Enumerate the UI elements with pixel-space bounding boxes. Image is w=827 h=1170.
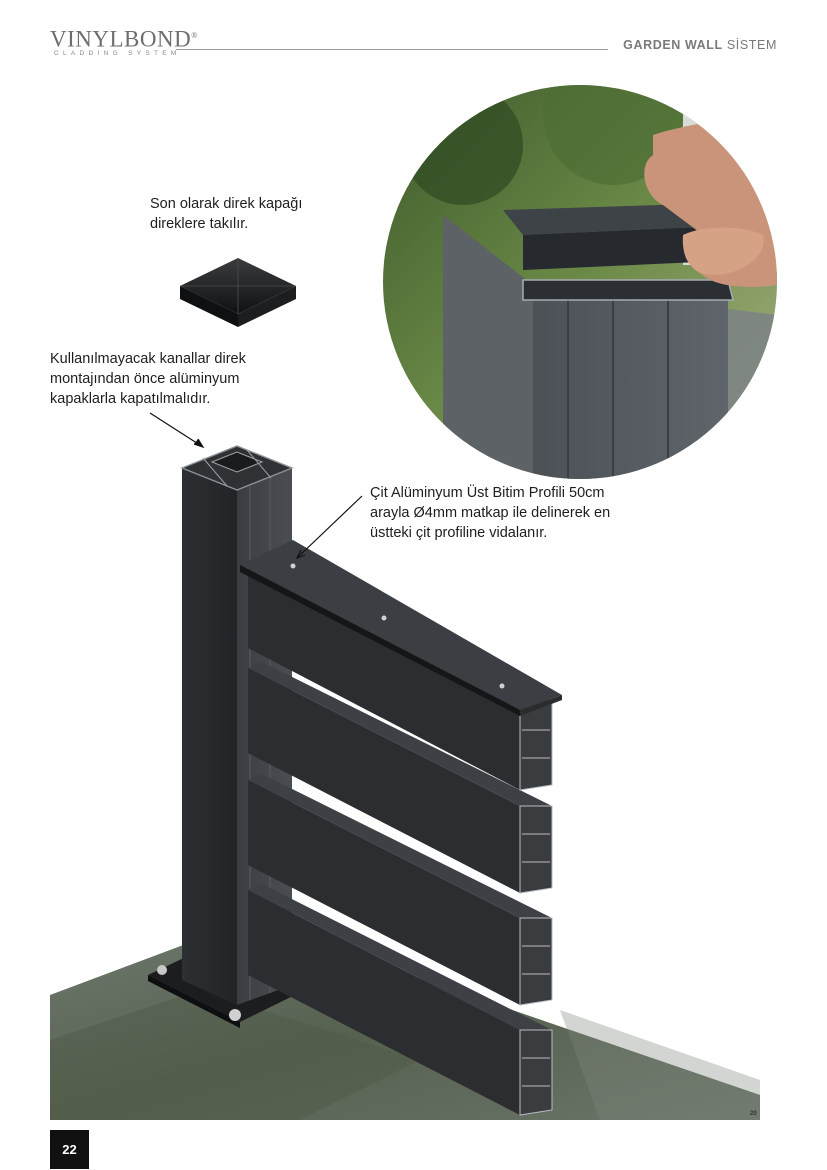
caption-line: montajından önce alüminyum <box>50 371 240 387</box>
caption-line: üstteki çit profiline vidalanır. <box>370 525 548 541</box>
channel-arrow <box>149 412 205 449</box>
caption-line: Çit Alüminyum Üst Bitim Profili 50cm <box>370 485 605 501</box>
anchor-bolt <box>157 965 167 975</box>
brand-subtitle: CLADDING SYSTEM <box>54 49 181 57</box>
corner-mark: 20 <box>750 1111 757 1117</box>
header-divider <box>176 49 608 50</box>
cap-installation-photo <box>383 85 777 479</box>
top-finishing-profile <box>240 540 562 716</box>
caption-line: arayla Ø4mm matkap ile delinerek en <box>370 505 611 521</box>
fence-board <box>248 884 553 1116</box>
fence-board <box>248 774 553 1006</box>
section-title: GARDEN WALL SİSTEM <box>623 38 777 52</box>
caption-line: kapaklarla kapatılmalıdır. <box>50 391 211 407</box>
post-cap-caption: Son olarak direk kapağı direklere takılı… <box>150 194 302 234</box>
screw-hole <box>499 683 505 689</box>
brand-logo: VINYLBOND® CLADDING SYSTEM <box>50 24 198 57</box>
channel-cover-caption: Kullanılmayacak kanallar direk montajınd… <box>50 349 246 409</box>
caption-line: Son olarak direk kapağı <box>150 196 303 212</box>
anchor-bolt <box>229 1009 241 1021</box>
section-title-regular: SİSTEM <box>726 38 777 52</box>
screw-hole <box>381 615 387 621</box>
post-cap-render <box>180 258 296 327</box>
profile-arrow <box>295 495 363 560</box>
screw-hole <box>290 563 296 569</box>
fence-board <box>248 662 553 894</box>
page-number: 22 <box>50 1130 89 1169</box>
post-front <box>182 468 237 1005</box>
caption-line: Kullanılmayacak kanallar direk <box>50 351 246 367</box>
top-profile-caption: Çit Alüminyum Üst Bitim Profili 50cm ara… <box>370 483 610 543</box>
brand-name: VINYLBOND® <box>50 26 198 52</box>
section-title-bold: GARDEN WALL <box>623 38 723 52</box>
photo-content <box>383 85 777 479</box>
caption-line: direklere takılır. <box>150 216 249 232</box>
